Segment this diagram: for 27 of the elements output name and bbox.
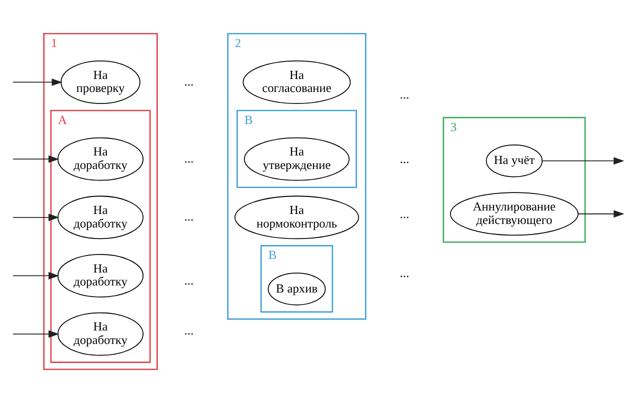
node-ellipse: Аннулирование действующего (450, 192, 579, 236)
node-ellipse: На учёт (486, 144, 543, 178)
node-ellipse: На доработку (58, 312, 144, 356)
arrow (578, 210, 624, 218)
node-ellipse: На доработку (58, 137, 144, 181)
arrow (12, 78, 62, 86)
arrow (12, 214, 60, 222)
label: ... (184, 210, 194, 224)
label: ... (184, 324, 194, 338)
node-ellipse: На доработку (58, 196, 144, 240)
label: ... (184, 74, 194, 88)
label: ... (400, 152, 410, 166)
label: ... (400, 88, 410, 102)
label: ... (400, 266, 410, 280)
node-ellipse: На проверку (60, 60, 140, 104)
label: ... (400, 207, 410, 222)
node-ellipse: На согласование (242, 60, 351, 104)
node-ellipse: На утверждение (244, 137, 350, 181)
arrow (542, 157, 624, 165)
arrow (12, 330, 60, 338)
arrow (12, 272, 60, 280)
label: ... (184, 273, 194, 288)
node-ellipse: На доработку (58, 254, 144, 298)
node-ellipse: На нормоконтроль (234, 196, 360, 240)
node-ellipse: В архив (268, 272, 326, 306)
arrow (12, 155, 60, 163)
label: ... (184, 151, 194, 166)
